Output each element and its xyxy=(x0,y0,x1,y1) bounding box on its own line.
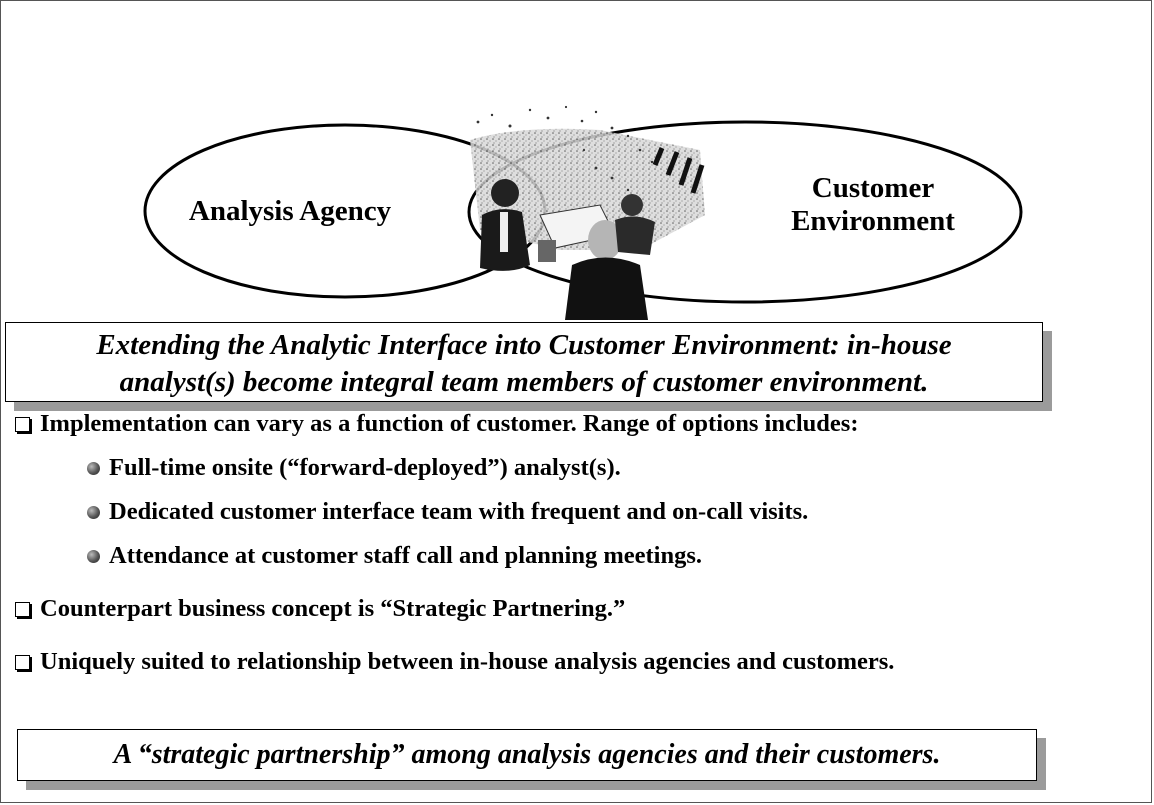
bullet-text: Counterpart business concept is “Strateg… xyxy=(40,595,626,622)
list-item: Uniquely suited to relationship between … xyxy=(15,648,894,676)
checkbox-bullet-icon xyxy=(15,654,30,670)
bullet-text: Dedicated customer interface team with f… xyxy=(109,498,809,525)
round-bullet-icon xyxy=(87,549,100,563)
bullet-text: Uniquely suited to relationship between … xyxy=(40,648,895,675)
bullet-text: Full-time onsite (“forward-deployed”) an… xyxy=(109,454,621,481)
bottom-callout-box: A “strategic partnership” among analysis… xyxy=(17,729,1037,781)
customer-label-line2: Environment xyxy=(791,205,955,238)
customer-environment-label: Customer Environment xyxy=(778,172,968,239)
customer-environment-oval xyxy=(467,120,1023,304)
checkbox-bullet-icon xyxy=(15,601,30,617)
checkbox-bullet-icon xyxy=(15,416,30,432)
round-bullet-icon xyxy=(87,461,100,475)
team-meeting-clipart xyxy=(470,105,705,320)
bottom-callout-text: A “strategic partnership” among analysis… xyxy=(113,739,941,770)
list-item: Attendance at customer staff call and pl… xyxy=(87,542,702,570)
list-item: Implementation can vary as a function of… xyxy=(15,410,859,438)
round-bullet-icon xyxy=(87,505,100,519)
bullet-text: Implementation can vary as a function of… xyxy=(40,410,859,437)
main-callout-line2: analyst(s) become integral team members … xyxy=(119,366,929,398)
main-callout-line1: Extending the Analytic Interface into Cu… xyxy=(96,329,952,361)
list-item: Counterpart business concept is “Strateg… xyxy=(15,595,625,623)
customer-label-line1: Customer xyxy=(811,172,935,204)
list-item: Dedicated customer interface team with f… xyxy=(87,498,808,526)
list-item: Full-time onsite (“forward-deployed”) an… xyxy=(87,454,621,482)
main-callout-box: Extending the Analytic Interface into Cu… xyxy=(5,322,1043,402)
overlapping-ovals-diagram xyxy=(143,105,1023,320)
bullet-text: Attendance at customer staff call and pl… xyxy=(109,542,702,569)
analysis-agency-label: Analysis Agency xyxy=(188,195,392,227)
